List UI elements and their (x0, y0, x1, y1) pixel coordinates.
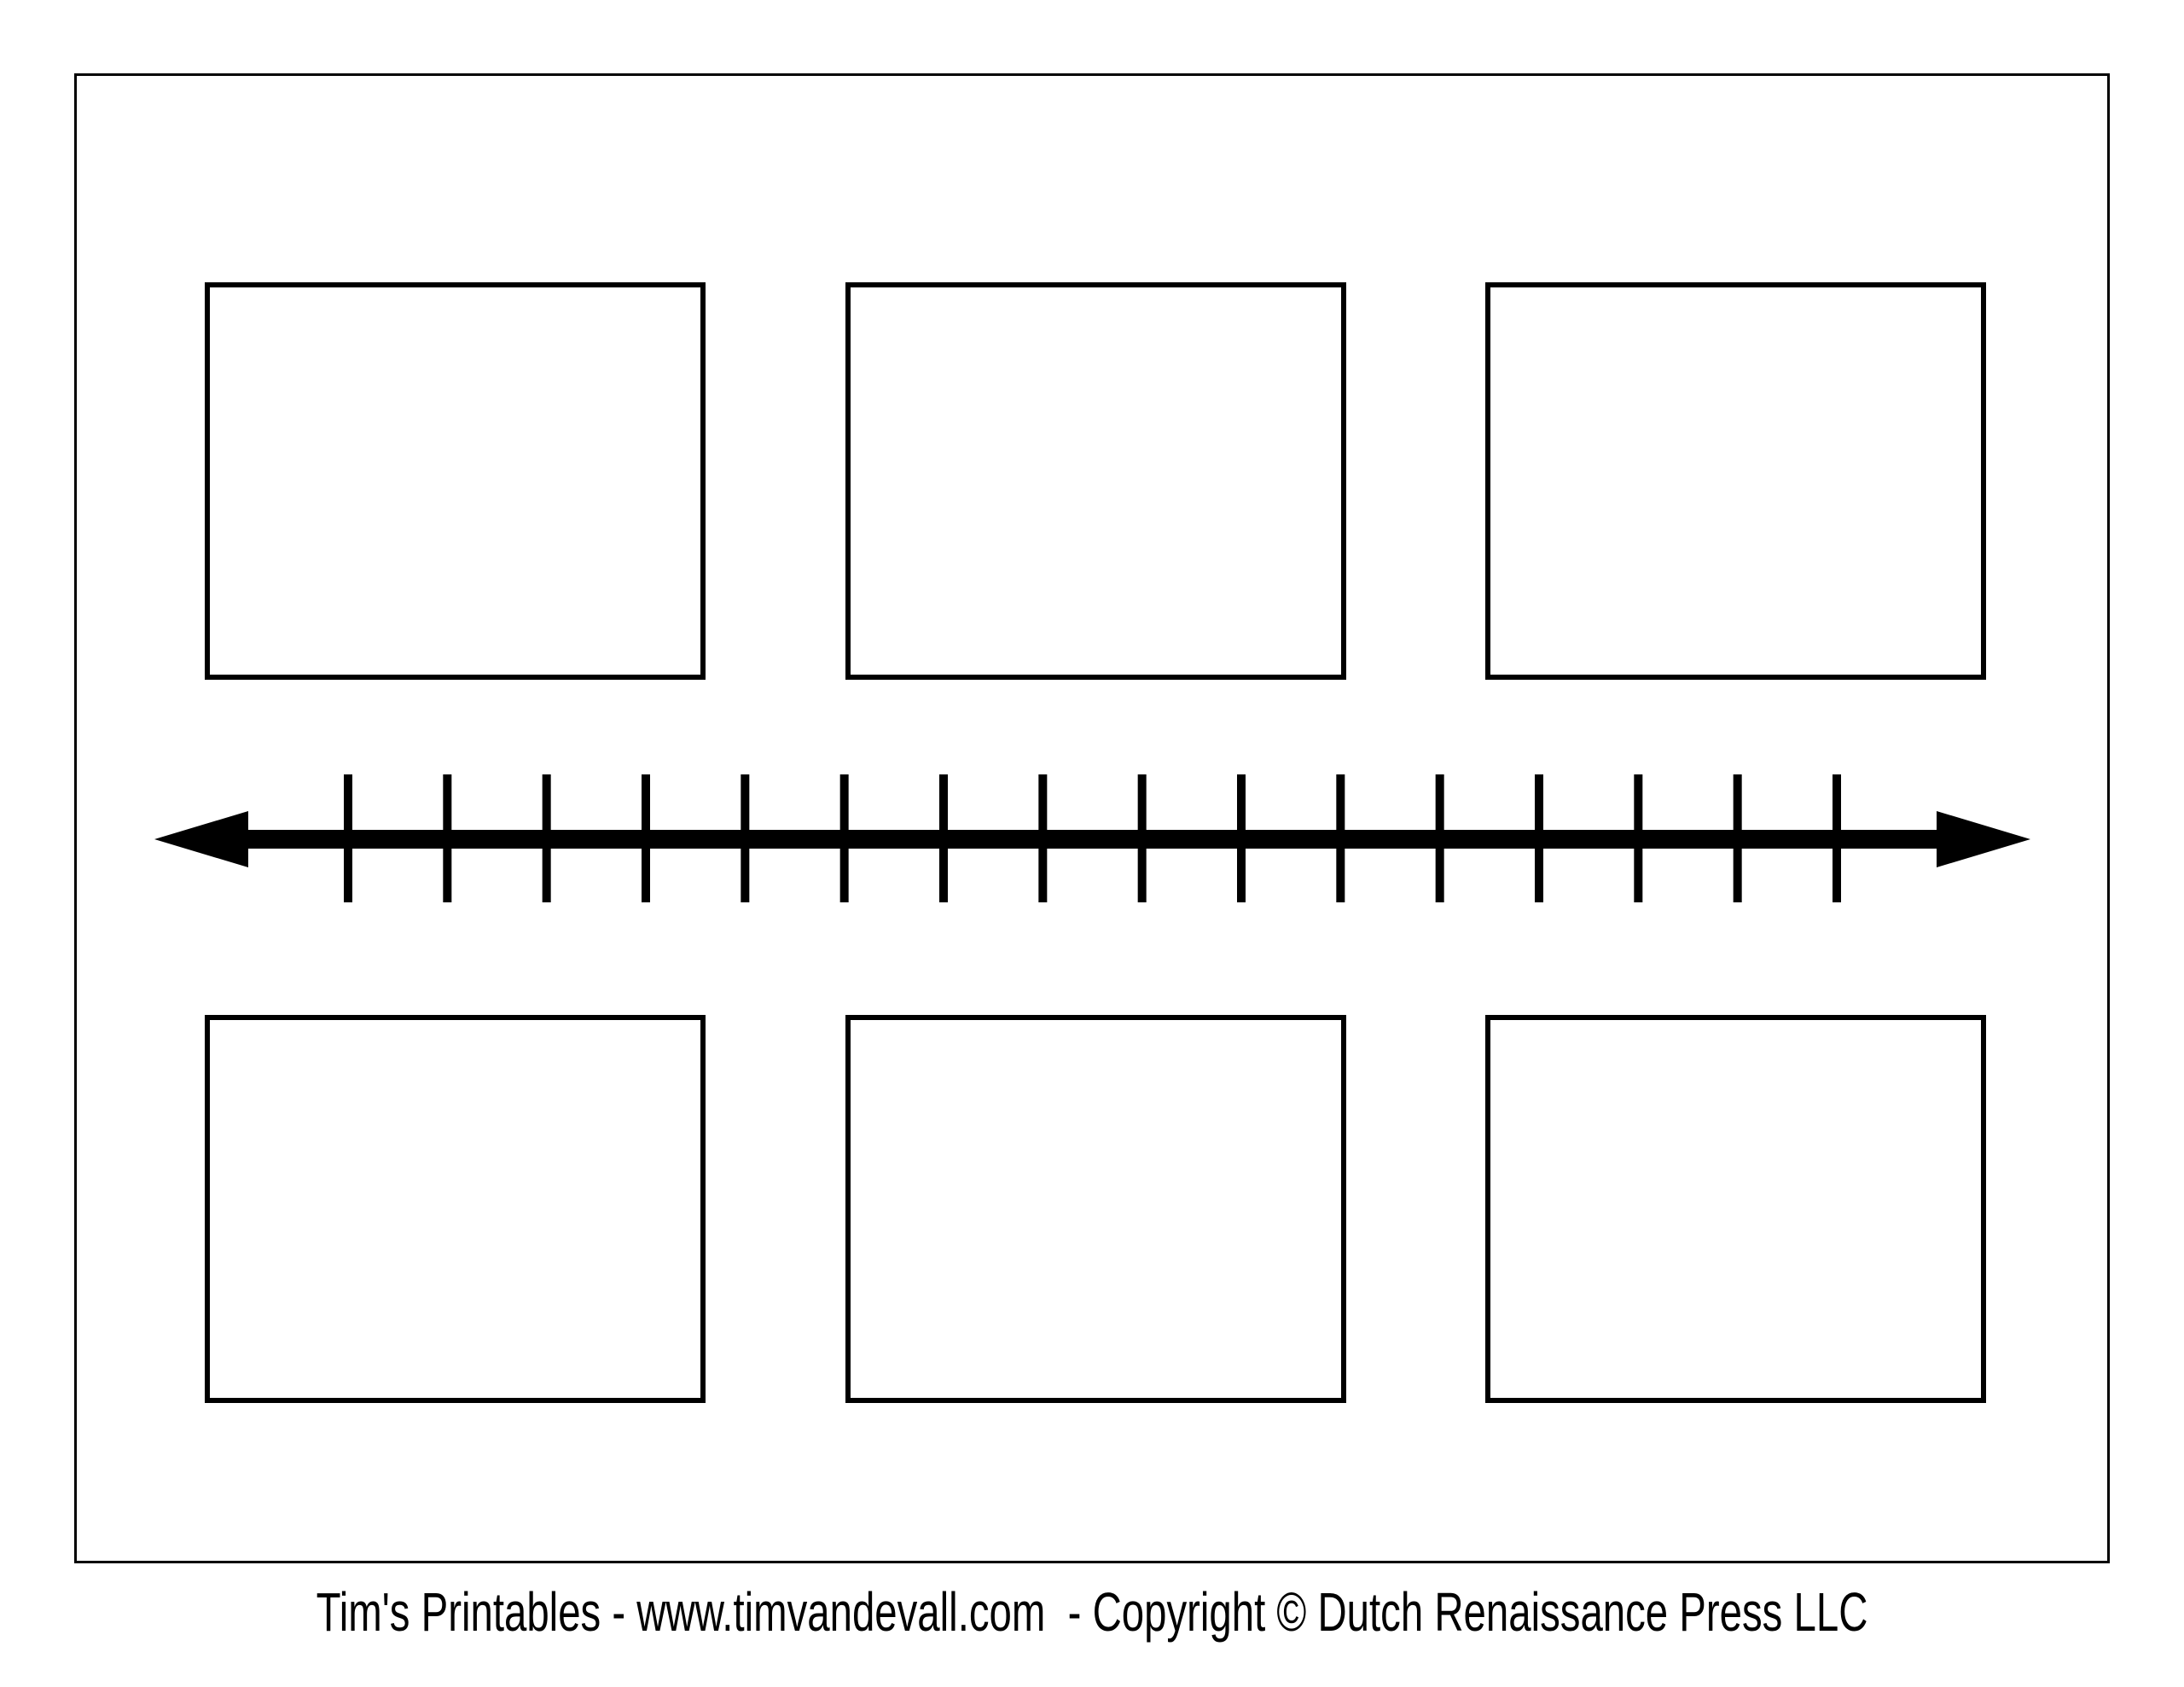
event-box-bottom-2 (845, 1015, 1346, 1403)
footer-credit: Tim's Printables - www.timvandevall.com … (316, 1581, 1868, 1643)
event-box-top-1 (205, 282, 706, 680)
event-box-bottom-3 (1485, 1015, 1986, 1403)
event-box-top-2 (845, 282, 1346, 680)
event-box-bottom-1 (205, 1015, 706, 1403)
page-border-frame (74, 73, 2110, 1563)
event-box-top-3 (1485, 282, 1986, 680)
